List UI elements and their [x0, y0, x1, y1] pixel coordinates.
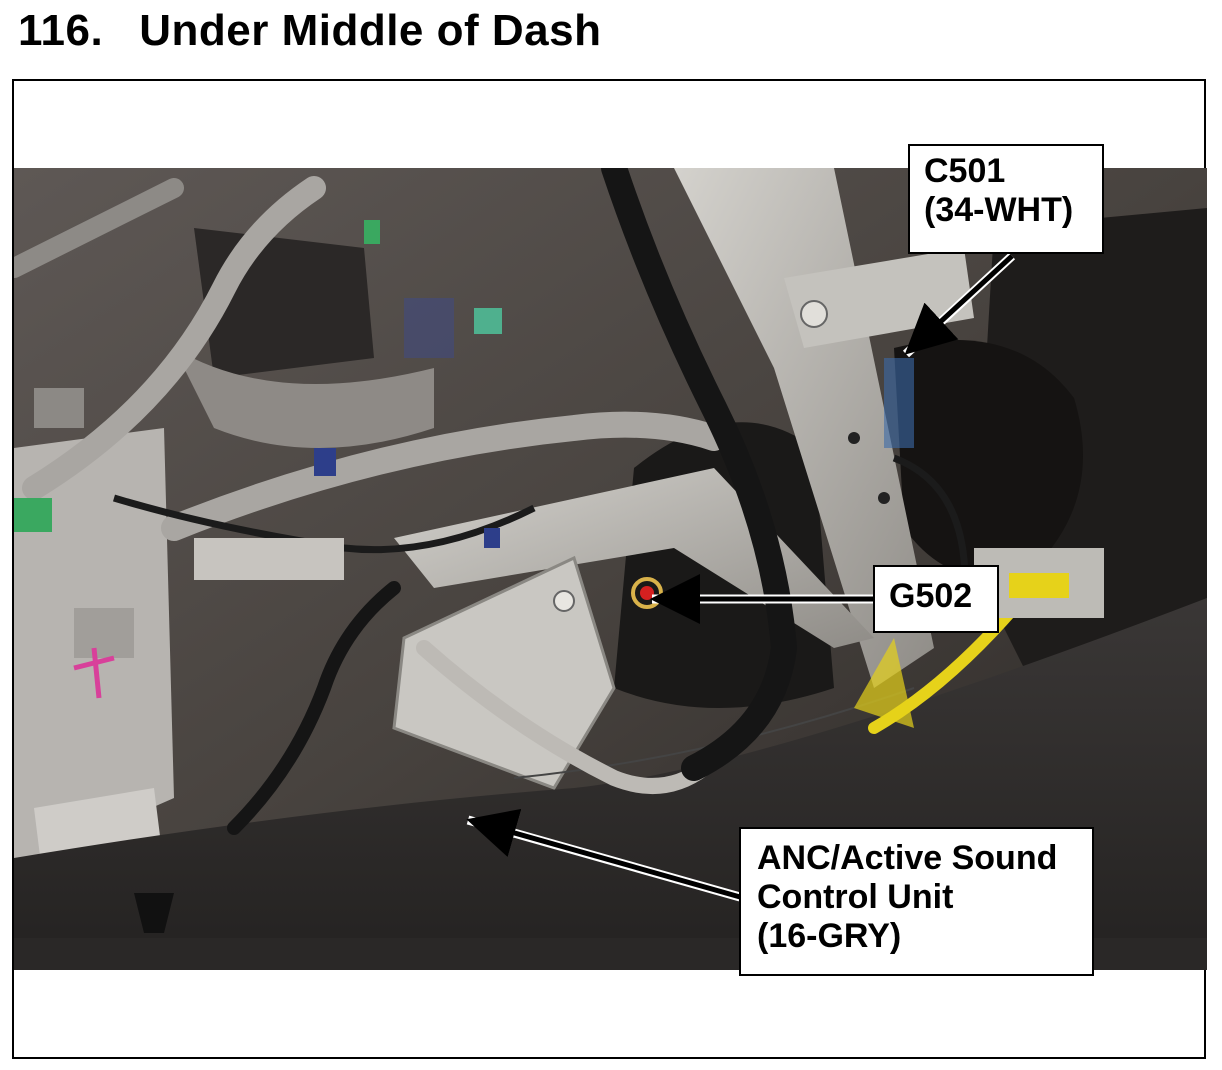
step-number: 116. — [18, 6, 104, 55]
callout-g502: G502 — [873, 565, 999, 633]
callout-g502-line-1: G502 — [889, 577, 973, 615]
dash-photo — [14, 168, 1207, 970]
arrow-c501 — [902, 252, 1016, 358]
callout-c501: C501 (34-WHT) — [908, 144, 1104, 254]
page-title: 116. Under Middle of Dash — [18, 4, 601, 58]
callout-anc-line-3: (16-GRY) — [757, 917, 902, 955]
arrow-anc — [466, 808, 742, 902]
callout-anc-line-2: Control Unit — [757, 878, 954, 916]
callout-c501-line-1: C501 — [924, 152, 1006, 190]
callout-c501-line-2: (34-WHT) — [924, 191, 1074, 229]
page-heading: Under Middle of Dash — [139, 6, 602, 55]
callout-anc-line-1: ANC/Active Sound — [757, 839, 1058, 877]
callout-anc: ANC/Active Sound Control Unit (16-GRY) — [739, 827, 1094, 976]
